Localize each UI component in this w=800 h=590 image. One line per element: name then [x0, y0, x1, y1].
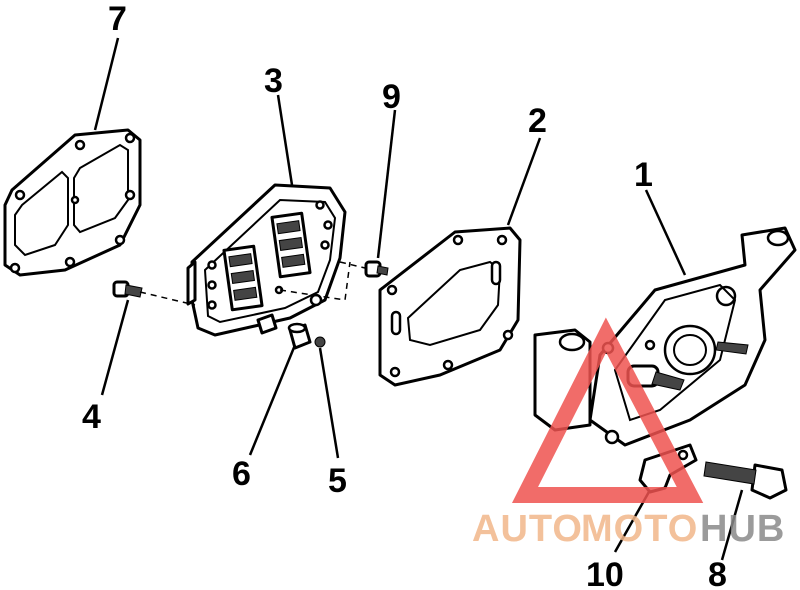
part-4-screw — [112, 280, 143, 298]
callout-9: 9 — [382, 78, 401, 116]
watermark-logo: AUTO MOTO HUB — [472, 317, 785, 550]
plate-stud — [256, 313, 278, 335]
watermark-text-hub: HUB — [700, 508, 785, 550]
callout-1: 1 — [634, 156, 653, 194]
part-9-screw — [364, 260, 389, 278]
assembly-lines — [139, 261, 366, 306]
watermark-text-moto: MOTO — [581, 508, 698, 550]
callout-7: 7 — [108, 0, 127, 38]
callout-4: 4 — [82, 398, 101, 436]
callout-10: 10 — [586, 556, 624, 590]
callout-5: 5 — [328, 462, 347, 500]
callout-numbers: 7 3 9 2 1 4 6 5 10 8 — [82, 0, 727, 590]
part-5-nut — [314, 336, 326, 348]
part-2-gasket — [378, 226, 522, 387]
callout-6: 6 — [232, 455, 251, 493]
part-3-reed-plate — [186, 183, 347, 337]
watermark-text-auto: AUTO — [472, 508, 583, 550]
watermark-triangle — [511, 317, 704, 503]
callout-2: 2 — [528, 102, 547, 140]
part-8-bolt — [703, 461, 788, 500]
part-6-bushing — [287, 322, 312, 350]
part-7-gasket — [3, 128, 142, 277]
callout-8: 8 — [708, 556, 727, 590]
callout-3: 3 — [264, 62, 283, 100]
